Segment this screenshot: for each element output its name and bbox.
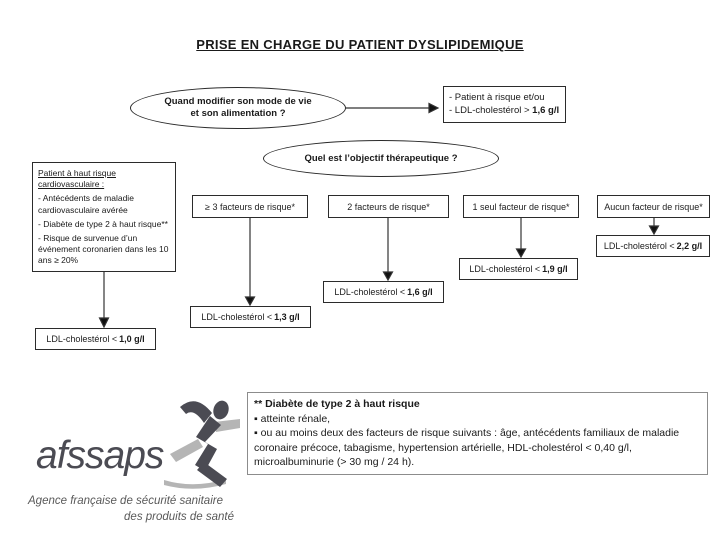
- factor-box-1: 1 seul facteur de risque*: [463, 195, 579, 218]
- objective-question-ellipse: Quel est l’objectif thérapeutique ?: [263, 140, 499, 177]
- arrowhead-aucun: [648, 225, 660, 236]
- ldl-target-3plus: LDL-cholestérol <1,3 g/l: [190, 306, 311, 328]
- ldl-label: LDL-cholestérol <: [603, 241, 675, 251]
- ldl-target-none: LDL-cholestérol <2,2 g/l: [596, 235, 710, 257]
- criteria-line2-label: - LDL-cholestérol >: [449, 105, 533, 116]
- ldl-label: LDL-cholestérol <: [46, 334, 118, 344]
- high-risk-item-3: - Risque de survenue d’un événement coro…: [38, 233, 169, 266]
- ldl-target-high-risk: LDL-cholestérol <1,0 g/l: [35, 328, 156, 350]
- ldl-label: LDL-cholestérol <: [334, 287, 406, 297]
- ldl-value: 1,6 g/l: [407, 287, 433, 297]
- high-risk-heading: Patient à haut risque cardiovasculaire :: [38, 168, 116, 190]
- ldl-target-1: LDL-cholestérol <1,9 g/l: [459, 258, 578, 280]
- lifestyle-criteria-box: - Patient à risque et/ou - LDL-cholestér…: [443, 86, 566, 123]
- lifestyle-question-line1: Quand modifier son mode de vie: [164, 96, 312, 107]
- arrowhead-1facteur: [515, 248, 527, 259]
- arrowhead-2facteurs: [382, 271, 394, 282]
- footnote-bullet-2: ▪ ou au moins deux des facteurs de risqu…: [254, 427, 680, 468]
- footnote-box: ** Diabète de type 2 à haut risque ▪ att…: [247, 392, 708, 475]
- arrowhead-lifestyle: [428, 102, 440, 114]
- high-risk-item-2: - Diabète de type 2 à haut risque**: [38, 218, 168, 229]
- page-title: PRISE EN CHARGE DU PATIENT DYSLIPIDEMIQU…: [196, 37, 524, 52]
- arrowhead-3facteurs: [244, 296, 256, 307]
- figure-torso-ribbon: [195, 416, 221, 471]
- criteria-line2: - LDL-cholestérol > 1,6 g/l: [449, 104, 560, 117]
- afssaps-wordmark: afssaps: [36, 434, 164, 477]
- figure-left-leg-ribbon: [170, 439, 203, 462]
- ldl-value: 1,0 g/l: [119, 334, 145, 344]
- lifestyle-question-line2: et son alimentation ?: [190, 108, 286, 119]
- ldl-value: 1,3 g/l: [274, 312, 300, 322]
- tagline-line1: Agence française de sécurité sanitaire: [28, 495, 223, 507]
- factor-box-3plus: ≥ 3 facteurs de risque*: [192, 195, 308, 218]
- criteria-line1: - Patient à risque et/ou: [449, 92, 545, 103]
- figure-right-leg-ribbon: [197, 462, 227, 487]
- high-risk-item-1: - Antécédents de maladie cardiovasculair…: [38, 193, 134, 215]
- figure-right-arm-ribbon: [214, 419, 240, 432]
- factor-box-2: 2 facteurs de risque*: [328, 195, 449, 218]
- figure-base-swoosh: [164, 479, 226, 489]
- ldl-label: LDL-cholestérol <: [201, 312, 273, 322]
- ldl-target-2: LDL-cholestérol <1,6 g/l: [323, 281, 444, 303]
- tagline-line2: des produits de santé: [124, 511, 234, 523]
- lifestyle-question-ellipse: Quand modifier son mode de vie et son al…: [130, 87, 346, 129]
- figure-raised-arm-ribbon: [180, 401, 212, 423]
- ldl-value: 1,9 g/l: [542, 264, 568, 274]
- footnote-title: ** Diabète de type 2 à haut risque: [254, 398, 420, 410]
- objective-question-text: Quel est l’objectif thérapeutique ?: [304, 152, 458, 164]
- ldl-label: LDL-cholestérol <: [469, 264, 541, 274]
- footnote-bullet-1: ▪ atteinte rénale,: [254, 412, 331, 425]
- criteria-line2-value: 1,6 g/l: [532, 105, 560, 116]
- factor-box-none: Aucun facteur de risque*: [597, 195, 710, 218]
- figure-head: [213, 400, 229, 420]
- ldl-value: 2,2 g/l: [676, 241, 703, 251]
- high-risk-patient-box: Patient à haut risque cardiovasculaire :…: [32, 162, 176, 272]
- afssaps-figure-logo: [164, 400, 240, 489]
- afssaps-tagline: Agence française de sécurité sanitaire d…: [28, 493, 234, 525]
- arrowhead-highrisk: [98, 317, 110, 329]
